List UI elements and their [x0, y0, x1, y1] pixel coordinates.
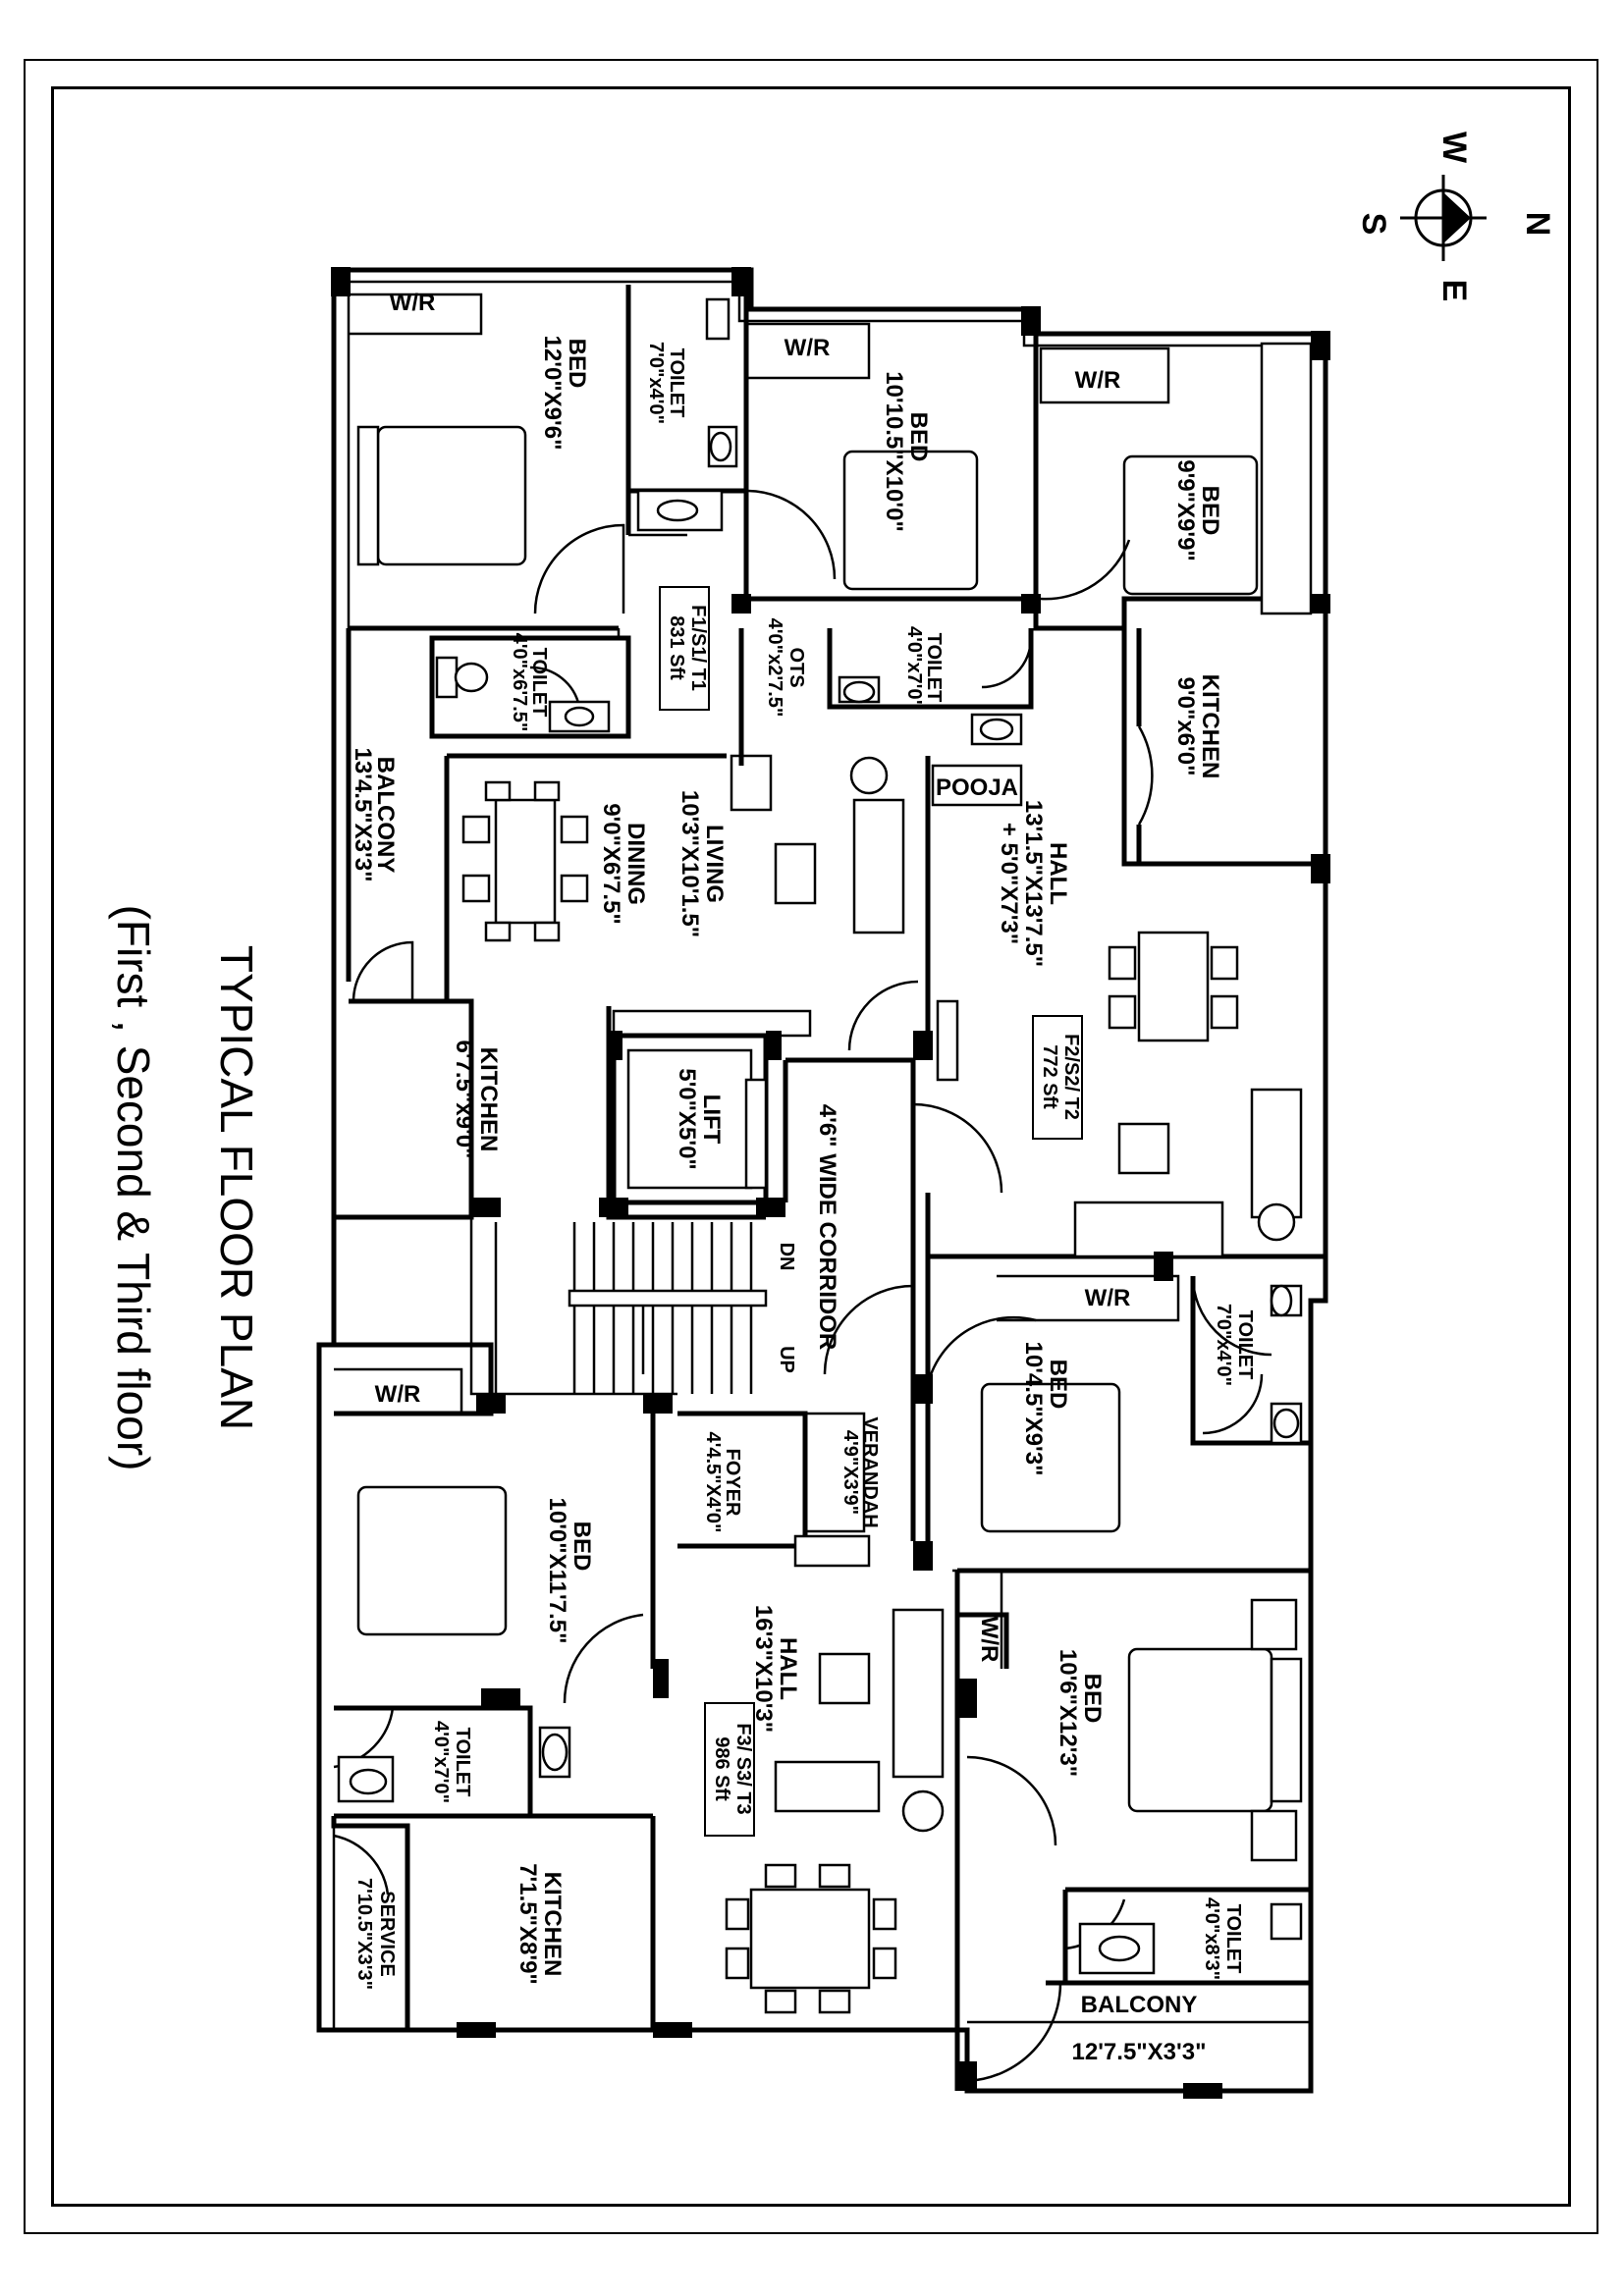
t3-toilet-a-size: 4'0"x7'0": [430, 1721, 452, 1803]
t3-bed1-name: BED: [568, 1522, 595, 1572]
t2-tag: F2/S2/ T2: [1060, 1034, 1082, 1120]
plan-title: TYPICAL FLOOR PLAN: [211, 945, 262, 1430]
t3-wr1-label: W/R: [375, 1381, 421, 1408]
t2-pooja-label: POOJA: [936, 774, 1018, 801]
t3-kitchen-name: KITCHEN: [539, 1872, 566, 1977]
t2-bed3-size: 10'4.5"X9'3": [1020, 1342, 1047, 1476]
stair-treads: [568, 1222, 768, 1394]
t1-toilet-a-name: TOILET: [666, 348, 687, 418]
plan-subtitle: (First , Second & Third floor): [108, 905, 159, 1471]
t1-kitchen-name: KITCHEN: [475, 1047, 502, 1152]
t1-tag: F1/S1/ T1: [687, 605, 709, 691]
t1-toilet-b-name: TOILET: [528, 648, 550, 718]
t2-hall-name: HALL: [1045, 842, 1071, 905]
t2-ots-size: 4'0"x2'7.5": [764, 618, 785, 718]
t2-bed1-size: 10'10.5"X10'0": [881, 371, 907, 532]
t2-toilet-a-name: TOILET: [923, 633, 945, 703]
t2-tag-box: [1032, 1015, 1083, 1140]
drawing-border-inner: [51, 86, 1571, 2207]
t1-wr-label: W/R: [390, 290, 436, 316]
t2-hall-size: 13'1.5"X13'7.5": [1020, 800, 1047, 967]
t2-ots-name: OTS: [785, 647, 807, 687]
t3-area: 986 Sft: [711, 1736, 732, 1801]
t3-wr2-label: W/R: [976, 1617, 1002, 1663]
t1-balcony-size: 13'4.5"X3'3": [350, 748, 376, 882]
t2-bed1-name: BED: [905, 412, 932, 462]
outer-walls: [316, 267, 1328, 2094]
t3-bed2-size: 10'6"X12'3": [1055, 1649, 1081, 1777]
lift-name: LIFT: [698, 1095, 725, 1145]
t3-kitchen-size: 7'1.5"X8'9": [514, 1863, 541, 1985]
flat-t2: [738, 322, 1326, 1541]
t1-kitchen-size: 6'7.5"x9'0": [451, 1041, 477, 1159]
foyer-name: FOYER: [722, 1449, 743, 1517]
t3-toilet-b-size: 4'0"x8'3": [1201, 1897, 1222, 1980]
t2-kitchen-name: KITCHEN: [1197, 674, 1223, 779]
t1-bed-name: BED: [564, 339, 590, 389]
stair-up-label: UP: [776, 1346, 797, 1373]
t1-area: 831 Sft: [666, 615, 687, 680]
t2-toilet-a-size: 4'0"x7'0": [903, 626, 925, 709]
t2-toilet-b-name: TOILET: [1234, 1310, 1256, 1380]
t2-bed2-name: BED: [1197, 486, 1223, 536]
lift-size: 5'0"X5'0": [674, 1068, 700, 1170]
t2-wr1-label: W/R: [785, 335, 831, 361]
compass-south: S: [1355, 213, 1392, 236]
t3-bed2-name: BED: [1079, 1674, 1106, 1724]
t3-balcony-name: BALCONY: [1081, 1992, 1198, 2018]
t1-bed-size: 12'0"X9'6": [539, 336, 566, 451]
compass-icon: N S E W: [1355, 132, 1556, 301]
compass-east: E: [1435, 280, 1473, 302]
t2-wr3-label: W/R: [1085, 1285, 1131, 1311]
verandah-size: 4'9"X3'9": [839, 1430, 861, 1515]
t3-service-size: 7'10.5"X3'3": [353, 1878, 375, 1990]
t3-bed1-size: 10'0"X11'7.5": [544, 1498, 570, 1644]
t2-area: 772 Sft: [1039, 1044, 1060, 1109]
t3-toilet-a-name: TOILET: [452, 1728, 473, 1797]
foyer-size: 4'4.5"X4'0": [702, 1432, 724, 1533]
flat-t1: [334, 285, 905, 1220]
t2-bed2-size: 9'9"X9'9": [1172, 459, 1199, 561]
t2-bed3-name: BED: [1045, 1360, 1071, 1410]
compass-north: N: [1519, 212, 1556, 237]
corridor-label: 4'6" WIDE CORRIDOR: [814, 1104, 840, 1350]
t1-tag-box: [659, 586, 710, 711]
t3-tag-box: [704, 1702, 755, 1837]
common-area: [469, 980, 1003, 1568]
t2-hall-extra: + 5'0"X7'3": [996, 823, 1022, 944]
verandah-name: VERANDAH: [859, 1416, 881, 1527]
t1-living-size: 10'3"X10'1.5": [677, 790, 703, 937]
t2-kitchen-size: 9'0"x6'0": [1172, 677, 1199, 776]
stair-down-label: DN: [776, 1243, 797, 1271]
flat-t3: [319, 1342, 1311, 2091]
t1-toilet-b-size: 4'0"x6'7.5": [509, 633, 530, 732]
t3-tag: F3/ S3/ T3: [732, 1723, 754, 1814]
t1-toilet-a-size: 7'0"x4'0": [645, 342, 667, 424]
t1-balcony-name: BALCONY: [372, 757, 399, 874]
t2-toilet-b-size: 7'0"x4'0": [1213, 1304, 1234, 1386]
drawing-border-outer: [24, 59, 1598, 2234]
t3-toilet-b-name: TOILET: [1222, 1904, 1244, 1974]
t3-balcony-size: 12'7.5"X3'3": [1072, 2039, 1207, 2065]
t3-hall-name: HALL: [775, 1637, 801, 1700]
t2-wr2-label: W/R: [1075, 367, 1121, 394]
t1-dining-name: DINING: [623, 823, 649, 905]
structural-columns: [331, 267, 1330, 2099]
t1-dining-size: 9'0"X6'7.5": [598, 803, 624, 925]
t3-service-name: SERVICE: [376, 1891, 398, 1976]
compass-west: W: [1435, 132, 1473, 164]
t1-living-name: LIVING: [701, 825, 728, 903]
